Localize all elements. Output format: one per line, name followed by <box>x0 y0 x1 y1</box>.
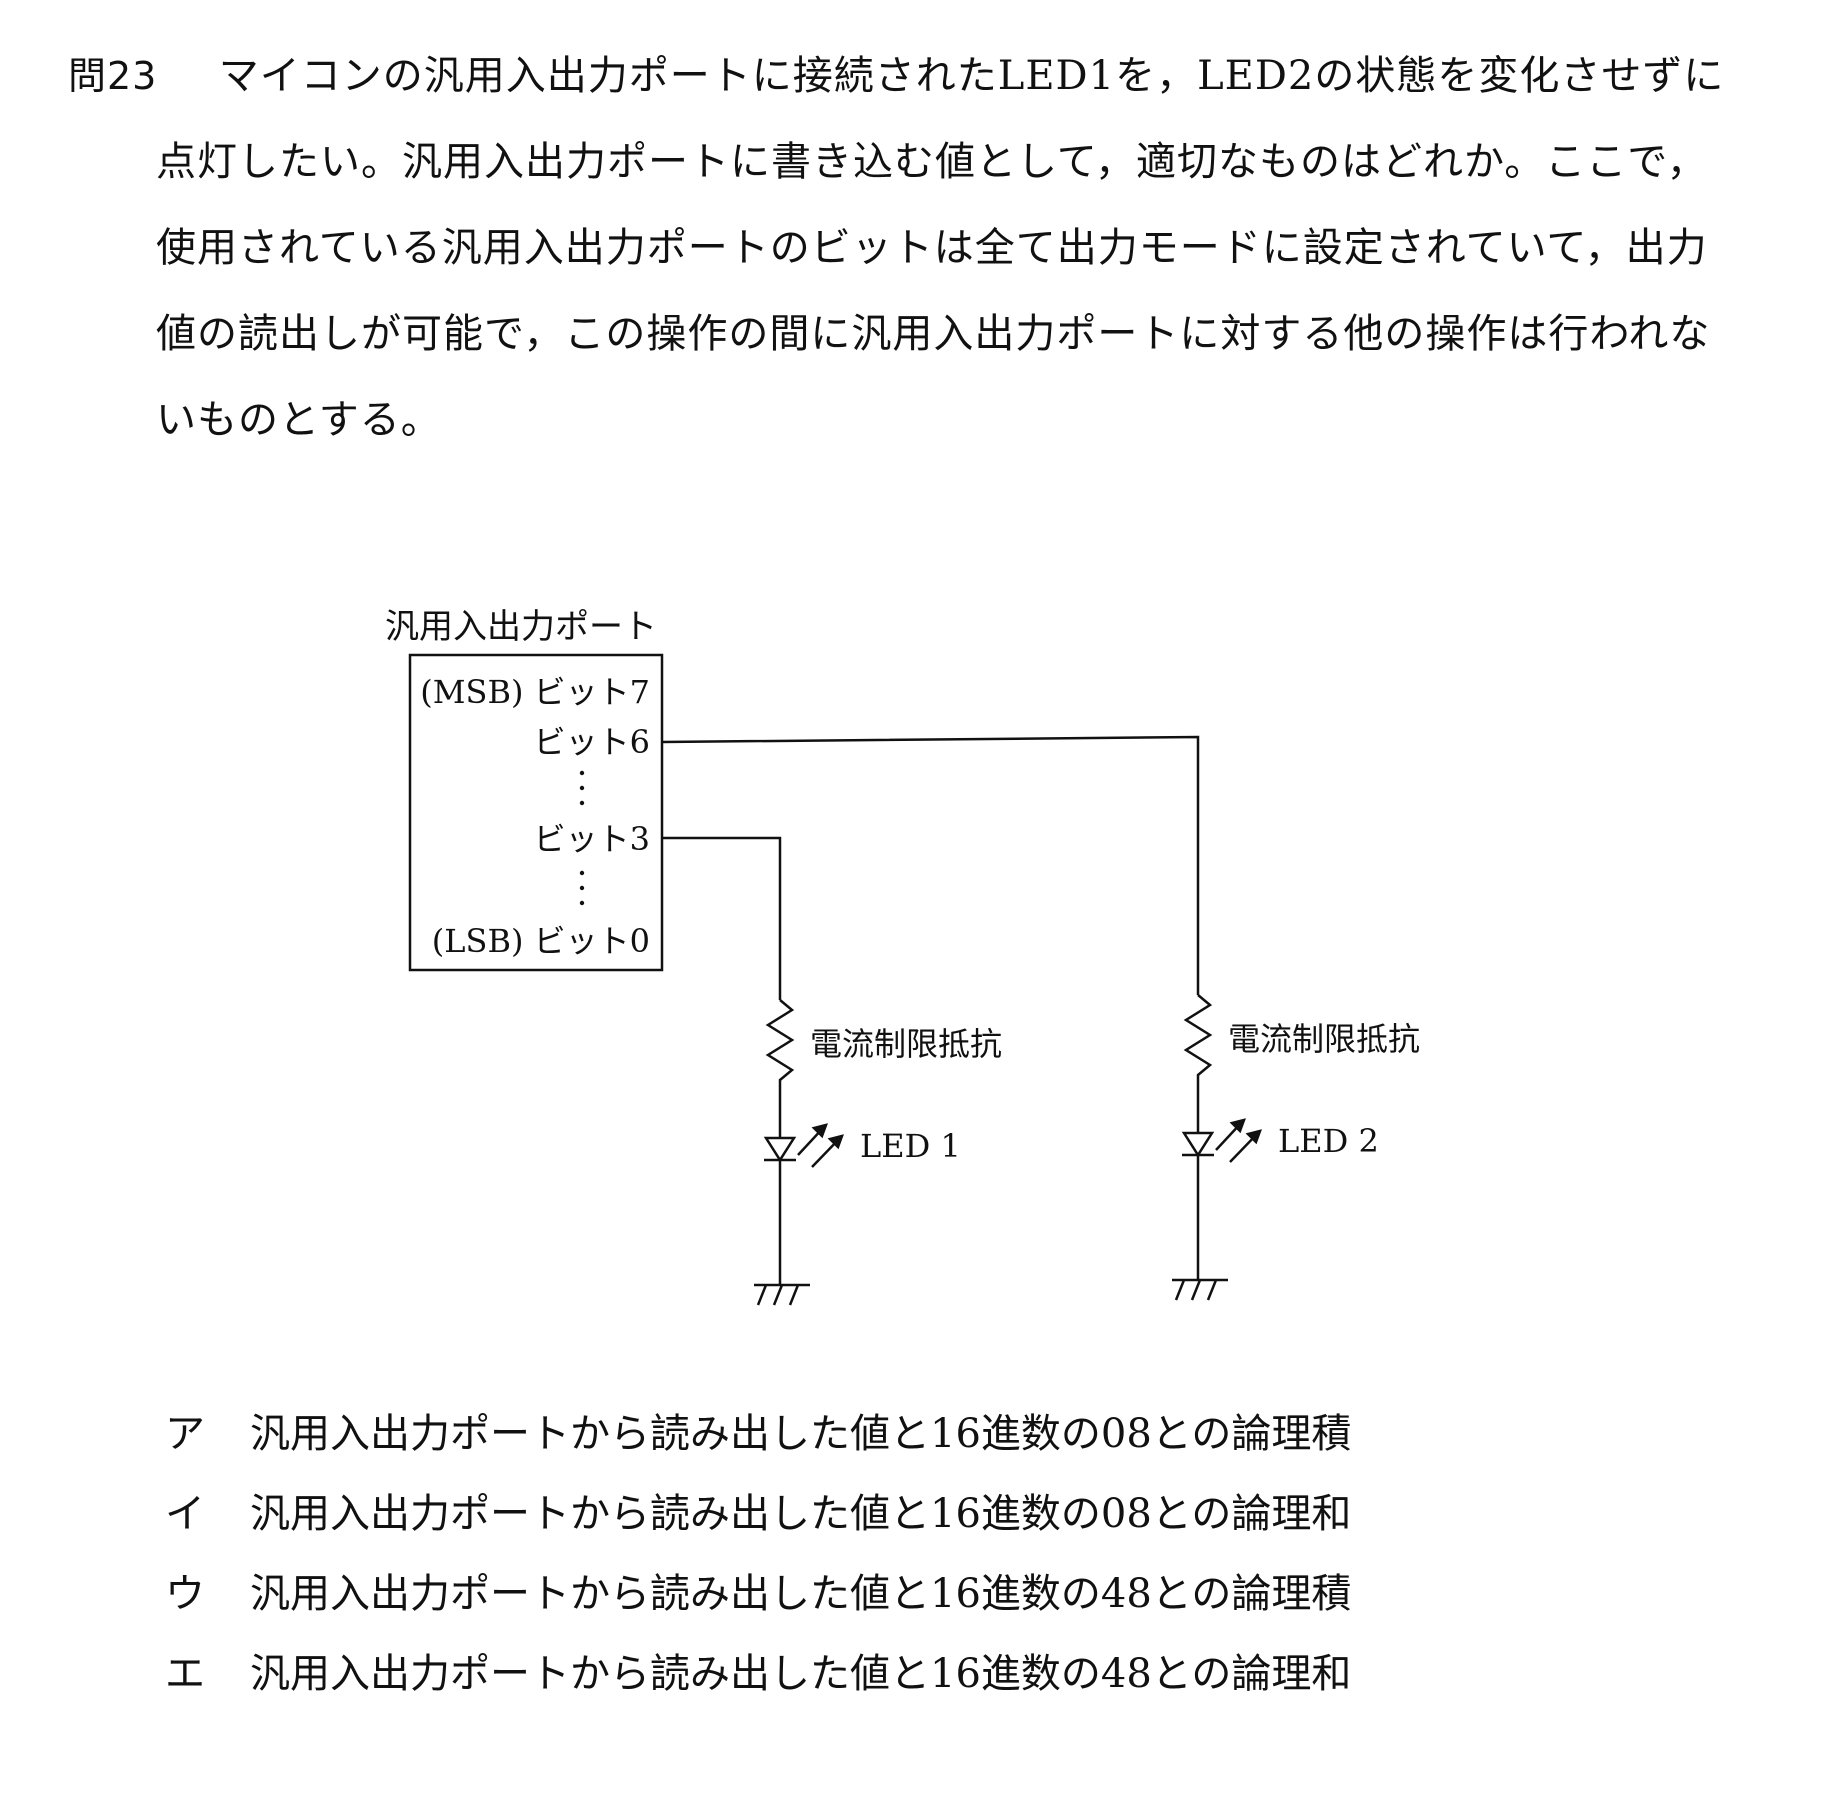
led-2-symbol <box>1181 1118 1262 1280</box>
choice-i-letter: イ <box>165 1491 205 1537</box>
question-text-1: マイコンの汎用入出力ポートに接続されたLED1を，LED2の状態を変化させずに <box>218 53 1725 99</box>
ground-2-symbol <box>1172 1278 1228 1301</box>
bit7-label: (MSB) ビット7 <box>420 673 650 711</box>
bit3-label: ビット3 <box>534 820 650 858</box>
choice-e[interactable]: エ汎用入出力ポートから読み出した値と16進数の48との論理和 <box>165 1650 1351 1698</box>
port-title: 汎用入出力ポート <box>385 607 657 647</box>
question-line-5: いものとする。 <box>156 397 442 443</box>
port-box <box>408 653 664 972</box>
resistor-2 <box>1183 994 1213 1125</box>
bit6-label: ビット6 <box>534 723 650 761</box>
question-line-2: 点灯したい。汎用入出力ポートに書き込む値として，適切なものはどれか。ここで， <box>156 139 1708 185</box>
choice-i-text: 汎用入出力ポートから読み出した値と16進数の08との論理和 <box>250 1491 1352 1537</box>
choice-u[interactable]: ウ汎用入出力ポートから読み出した値と16進数の48との論理積 <box>165 1570 1351 1618</box>
bit6-wire <box>661 735 1200 995</box>
resistor-2-label: 電流制限抵抗 <box>1228 1020 1420 1058</box>
question-number: 問23 <box>68 54 158 98</box>
choice-u-text: 汎用入出力ポートから読み出した値と16進数の48との論理積 <box>250 1571 1352 1617</box>
resistor-1 <box>765 999 795 1130</box>
led-1-symbol <box>763 1123 844 1285</box>
choice-u-letter: ウ <box>165 1571 205 1617</box>
choice-a[interactable]: ア汎用入出力ポートから読み出した値と16進数の08との論理積 <box>165 1410 1351 1458</box>
choice-i[interactable]: イ汎用入出力ポートから読み出した値と16進数の08との論理和 <box>165 1490 1351 1538</box>
resistor-1-label: 電流制限抵抗 <box>810 1025 1002 1063</box>
ellipsis-dots <box>579 770 585 906</box>
choice-a-text: 汎用入出力ポートから読み出した値と16進数の08との論理積 <box>250 1411 1352 1457</box>
bit3-wire <box>662 836 782 1000</box>
circuit-diagram: 汎用入出力ポート (MSB) ビット7 ビット6 ビット3 (LSB) ビット0… <box>385 607 1420 1306</box>
question-line-4: 値の読出しが可能で，この操作の間に汎用入出力ポートに対する他の操作は行われな <box>156 311 1711 357</box>
question-line-1: 問23 マイコンの汎用入出力ポートに接続されたLED1を，LED2の状態を変化さ… <box>68 52 1724 100</box>
choice-e-letter: エ <box>165 1651 205 1697</box>
question-line-3: 使用されている汎用入出力ポートのビットは全て出力モードに設定されていて，出力 <box>156 225 1708 271</box>
choice-a-letter: ア <box>165 1411 205 1457</box>
ground-1-symbol <box>754 1283 810 1306</box>
led-2-label: LED 2 <box>1278 1122 1379 1160</box>
bit0-label: (LSB) ビット0 <box>432 922 650 960</box>
led-1-label: LED 1 <box>860 1127 961 1165</box>
choice-e-text: 汎用入出力ポートから読み出した値と16進数の48との論理和 <box>250 1651 1352 1697</box>
